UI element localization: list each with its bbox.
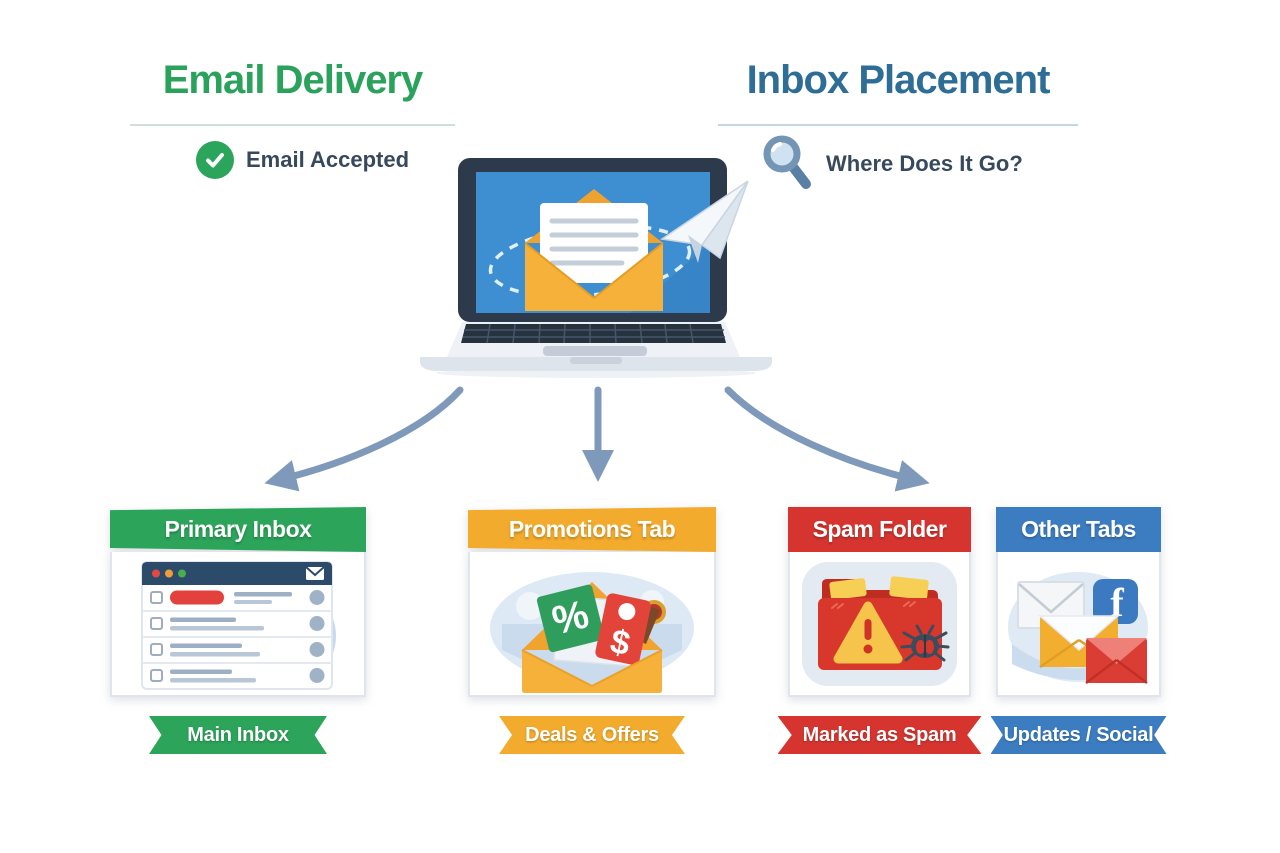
destination-primary-inbox: Primary Inbox	[110, 507, 366, 754]
check-circle-icon	[196, 141, 234, 179]
right-heading-divider	[718, 124, 1078, 126]
envelope-front	[522, 650, 662, 693]
red-envelope-icon	[1085, 638, 1148, 684]
destination-spam-folder: Spam Folder	[777, 507, 982, 754]
svg-text:f: f	[1110, 580, 1124, 625]
inbox-row	[150, 642, 325, 657]
spam-folder-title: Spam Folder	[812, 516, 947, 542]
paper	[889, 576, 929, 600]
spam-folder-ribbon: Marked as Spam	[777, 716, 982, 754]
check-mark	[206, 153, 224, 168]
inbox-placement-title: Inbox Placement	[746, 58, 1051, 102]
yellow-envelope-icon	[1037, 615, 1121, 669]
other-tabs-illustration: f	[996, 552, 1161, 697]
red-dot	[152, 569, 160, 578]
dollar-tag-icon: $	[595, 593, 651, 666]
arrow-to-primary-inbox	[264, 386, 464, 492]
promotions-tab-ribbon-label: Deals & Offers	[525, 723, 659, 746]
promotions-tab-header: Promotions Tab	[468, 507, 716, 552]
email-accepted-label: Email Accepted	[246, 147, 410, 172]
bug-icon	[900, 624, 950, 662]
facebook-icon: f	[1093, 579, 1138, 625]
other-tabs-title: Other Tabs	[1021, 516, 1136, 542]
email-accepted-status: Email Accepted	[196, 141, 409, 179]
dashed-flight-path	[488, 223, 692, 299]
inbox-row	[150, 668, 325, 683]
arrow-to-spam-and-other	[724, 386, 930, 492]
laptop-illustration	[420, 158, 772, 378]
paper-plane-icon	[659, 180, 749, 263]
primary-inbox-ribbon: Main Inbox	[149, 716, 327, 754]
routing-arrows	[264, 386, 930, 492]
warning-triangle-icon	[833, 601, 903, 664]
inbox-list-illustration	[110, 552, 366, 697]
spam-folder-ribbon-label: Marked as Spam	[802, 723, 957, 746]
green-dot	[178, 569, 186, 578]
open-envelope-icon	[524, 189, 664, 311]
destination-other-tabs: Other Tabs f	[990, 507, 1167, 754]
inbox-window-icon	[141, 561, 336, 690]
promotions-tab-title: Promotions Tab	[508, 516, 676, 542]
inbox-row	[150, 616, 325, 631]
other-tabs-ribbon-label: Updates / Social	[1003, 723, 1154, 746]
primary-inbox-card: Primary Inbox	[110, 507, 366, 697]
social-envelopes-icon: f	[1008, 572, 1148, 684]
magnifier-icon	[763, 135, 811, 189]
inbox-row	[150, 590, 325, 605]
keyboard-keys	[461, 323, 726, 356]
promotions-tab-ribbon: Deals & Offers	[499, 716, 685, 754]
base-notch	[570, 357, 622, 364]
other-tabs-header: Other Tabs	[996, 507, 1161, 552]
paper	[829, 578, 867, 600]
promotions-tab-card: Promotions Tab	[468, 507, 716, 697]
other-tabs-card: Other Tabs f	[996, 507, 1161, 697]
spam-folder-illustration	[788, 552, 971, 697]
promotions-envelope-illustration: % $	[468, 552, 716, 697]
destination-promotions-tab: Promotions Tab	[468, 507, 716, 754]
promo-envelope-icon: % $	[490, 572, 694, 693]
percent-coupon-icon: %	[536, 584, 605, 653]
envelope-glyph	[305, 566, 325, 580]
left-heading-divider	[130, 124, 455, 126]
browser-window	[141, 561, 333, 690]
where-does-it-go-status: Where Does It Go?	[760, 135, 1023, 192]
primary-inbox-ribbon-label: Main Inbox	[187, 723, 289, 746]
spam-folder-icon	[802, 562, 957, 686]
primary-inbox-header: Primary Inbox	[110, 507, 366, 552]
spam-folder-header: Spam Folder	[788, 507, 971, 552]
email-delivery-title: Email Delivery	[162, 58, 424, 102]
where-does-it-go-label: Where Does It Go?	[826, 151, 1023, 176]
primary-inbox-title: Primary Inbox	[164, 516, 312, 542]
spam-folder-card: Spam Folder	[788, 507, 971, 697]
other-tabs-ribbon: Updates / Social	[990, 716, 1167, 754]
orange-dot	[165, 569, 173, 578]
